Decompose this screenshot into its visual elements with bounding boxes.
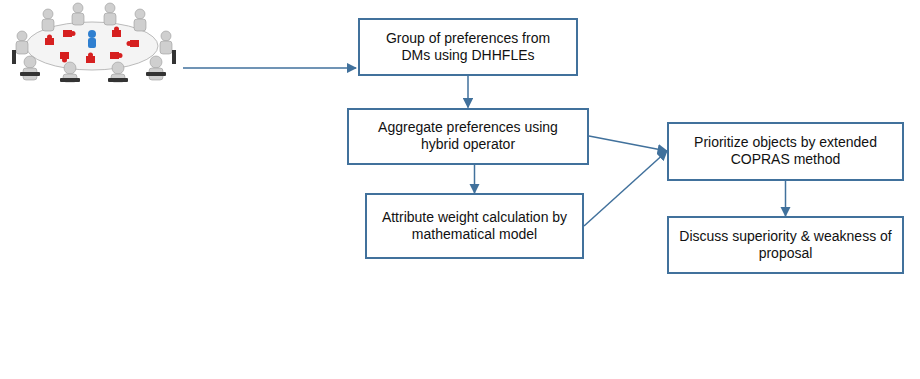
input-arrow: [183, 67, 356, 69]
box-label: Discuss superiority & weakness of propos…: [679, 228, 892, 262]
box-label: Aggregate preferences using hybrid opera…: [359, 119, 577, 153]
flow-arrow: [584, 151, 667, 226]
box-label: Group of preferences from DMs using DHHF…: [370, 30, 566, 64]
people: [16, 3, 172, 82]
process-box: Group of preferences from DMs using DHHF…: [358, 18, 578, 76]
box-label: Attribute weight calculation by mathemat…: [377, 209, 572, 243]
flow-arrow: [474, 165, 476, 194]
box-label: Prioritize objects by extended COPRAS me…: [679, 134, 892, 168]
flow-arrow: [785, 181, 787, 217]
center-figure: [88, 30, 96, 48]
process-box: Discuss superiority & weakness of propos…: [667, 216, 904, 274]
flow-arrow: [589, 136, 667, 151]
chairs: [12, 50, 176, 82]
flow-arrow: [467, 76, 469, 108]
puzzle-pieces: [45, 27, 139, 64]
process-box: Aggregate preferences using hybrid opera…: [347, 108, 589, 165]
process-box: Prioritize objects by extended COPRAS me…: [667, 122, 904, 181]
process-box: Attribute weight calculation by mathemat…: [365, 193, 584, 259]
